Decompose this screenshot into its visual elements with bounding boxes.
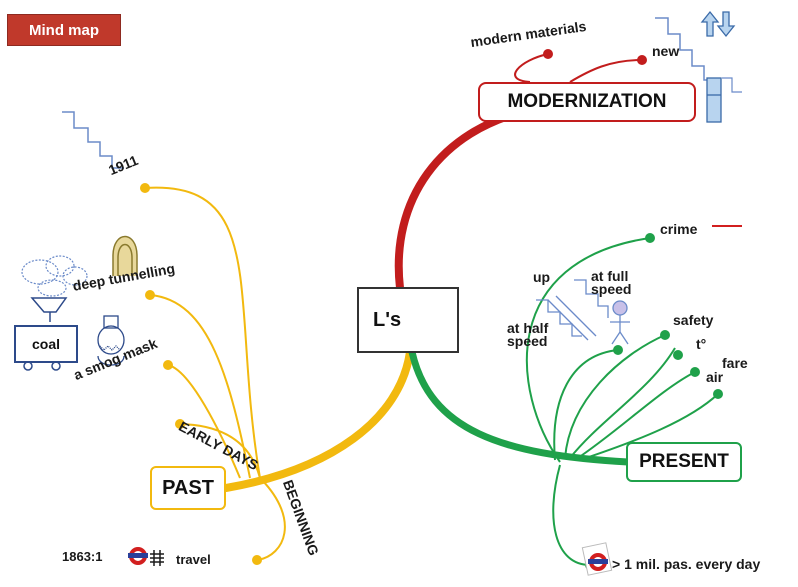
label-at-half-speed: at half speed [507,320,549,350]
arch-icon [112,235,138,276]
label-safety: safety [673,312,714,328]
connector-temp [569,347,676,459]
stairs-icon [655,17,714,81]
miner-icon [97,315,125,366]
label-travel: travel [176,552,211,567]
present-node[interactable]: PRESENT [626,442,742,482]
label-temperature: t° [696,336,707,352]
connector-deep-tunnelling [149,294,251,479]
modernization-node[interactable]: MODERNIZATION [478,82,696,122]
connector-crime [525,237,651,463]
person-icon [610,300,630,345]
stairs-icon [62,111,124,169]
cloud-icon [21,255,88,297]
cart-wheel-icon [51,361,61,371]
modernization-dots [543,49,647,65]
connector-1911 [144,186,261,479]
present-connectors [408,237,719,566]
past-main-line [222,348,414,492]
underground-logo-icon [128,547,148,565]
label-up: up [533,269,551,285]
cart-wheel-icon [23,361,33,371]
connector-new [569,59,643,83]
label-1863: 1863:1 [62,549,103,564]
connector-speed [553,349,619,461]
central-node-label: L's [373,308,402,331]
past-connectors [144,186,414,561]
gauge-icon [706,77,722,123]
connector-travel [257,479,286,561]
mind-map-button[interactable]: Mind map [7,14,121,46]
label-new: new [652,43,680,59]
coal-hopper-icon [30,297,68,313]
label-passengers: > 1 mil. pas. every day [612,556,761,572]
connector-air [574,371,696,461]
coal-cart: coal [14,325,78,363]
label-at-full-speed: at full speed [591,268,632,298]
label-air: air [706,369,724,385]
connector-smog-mask [167,364,241,479]
underground-logo-icon [581,542,613,576]
stairs-icon [722,77,742,93]
connector-modern-materials [514,53,549,83]
connector-passengers [552,464,591,566]
escalator-icon [536,279,609,341]
label-crime: crime [660,221,698,237]
up-down-arrows-icon [700,10,736,38]
modernization-main-line [394,106,534,292]
central-node[interactable]: L's [357,287,459,353]
grid-icon [150,550,164,566]
connector-early-days [179,423,261,479]
past-node[interactable]: PAST [150,466,226,510]
label-fare: fare [722,355,748,371]
past-dots [140,183,262,565]
connector-fare [579,393,719,461]
connector-safety [564,334,666,459]
